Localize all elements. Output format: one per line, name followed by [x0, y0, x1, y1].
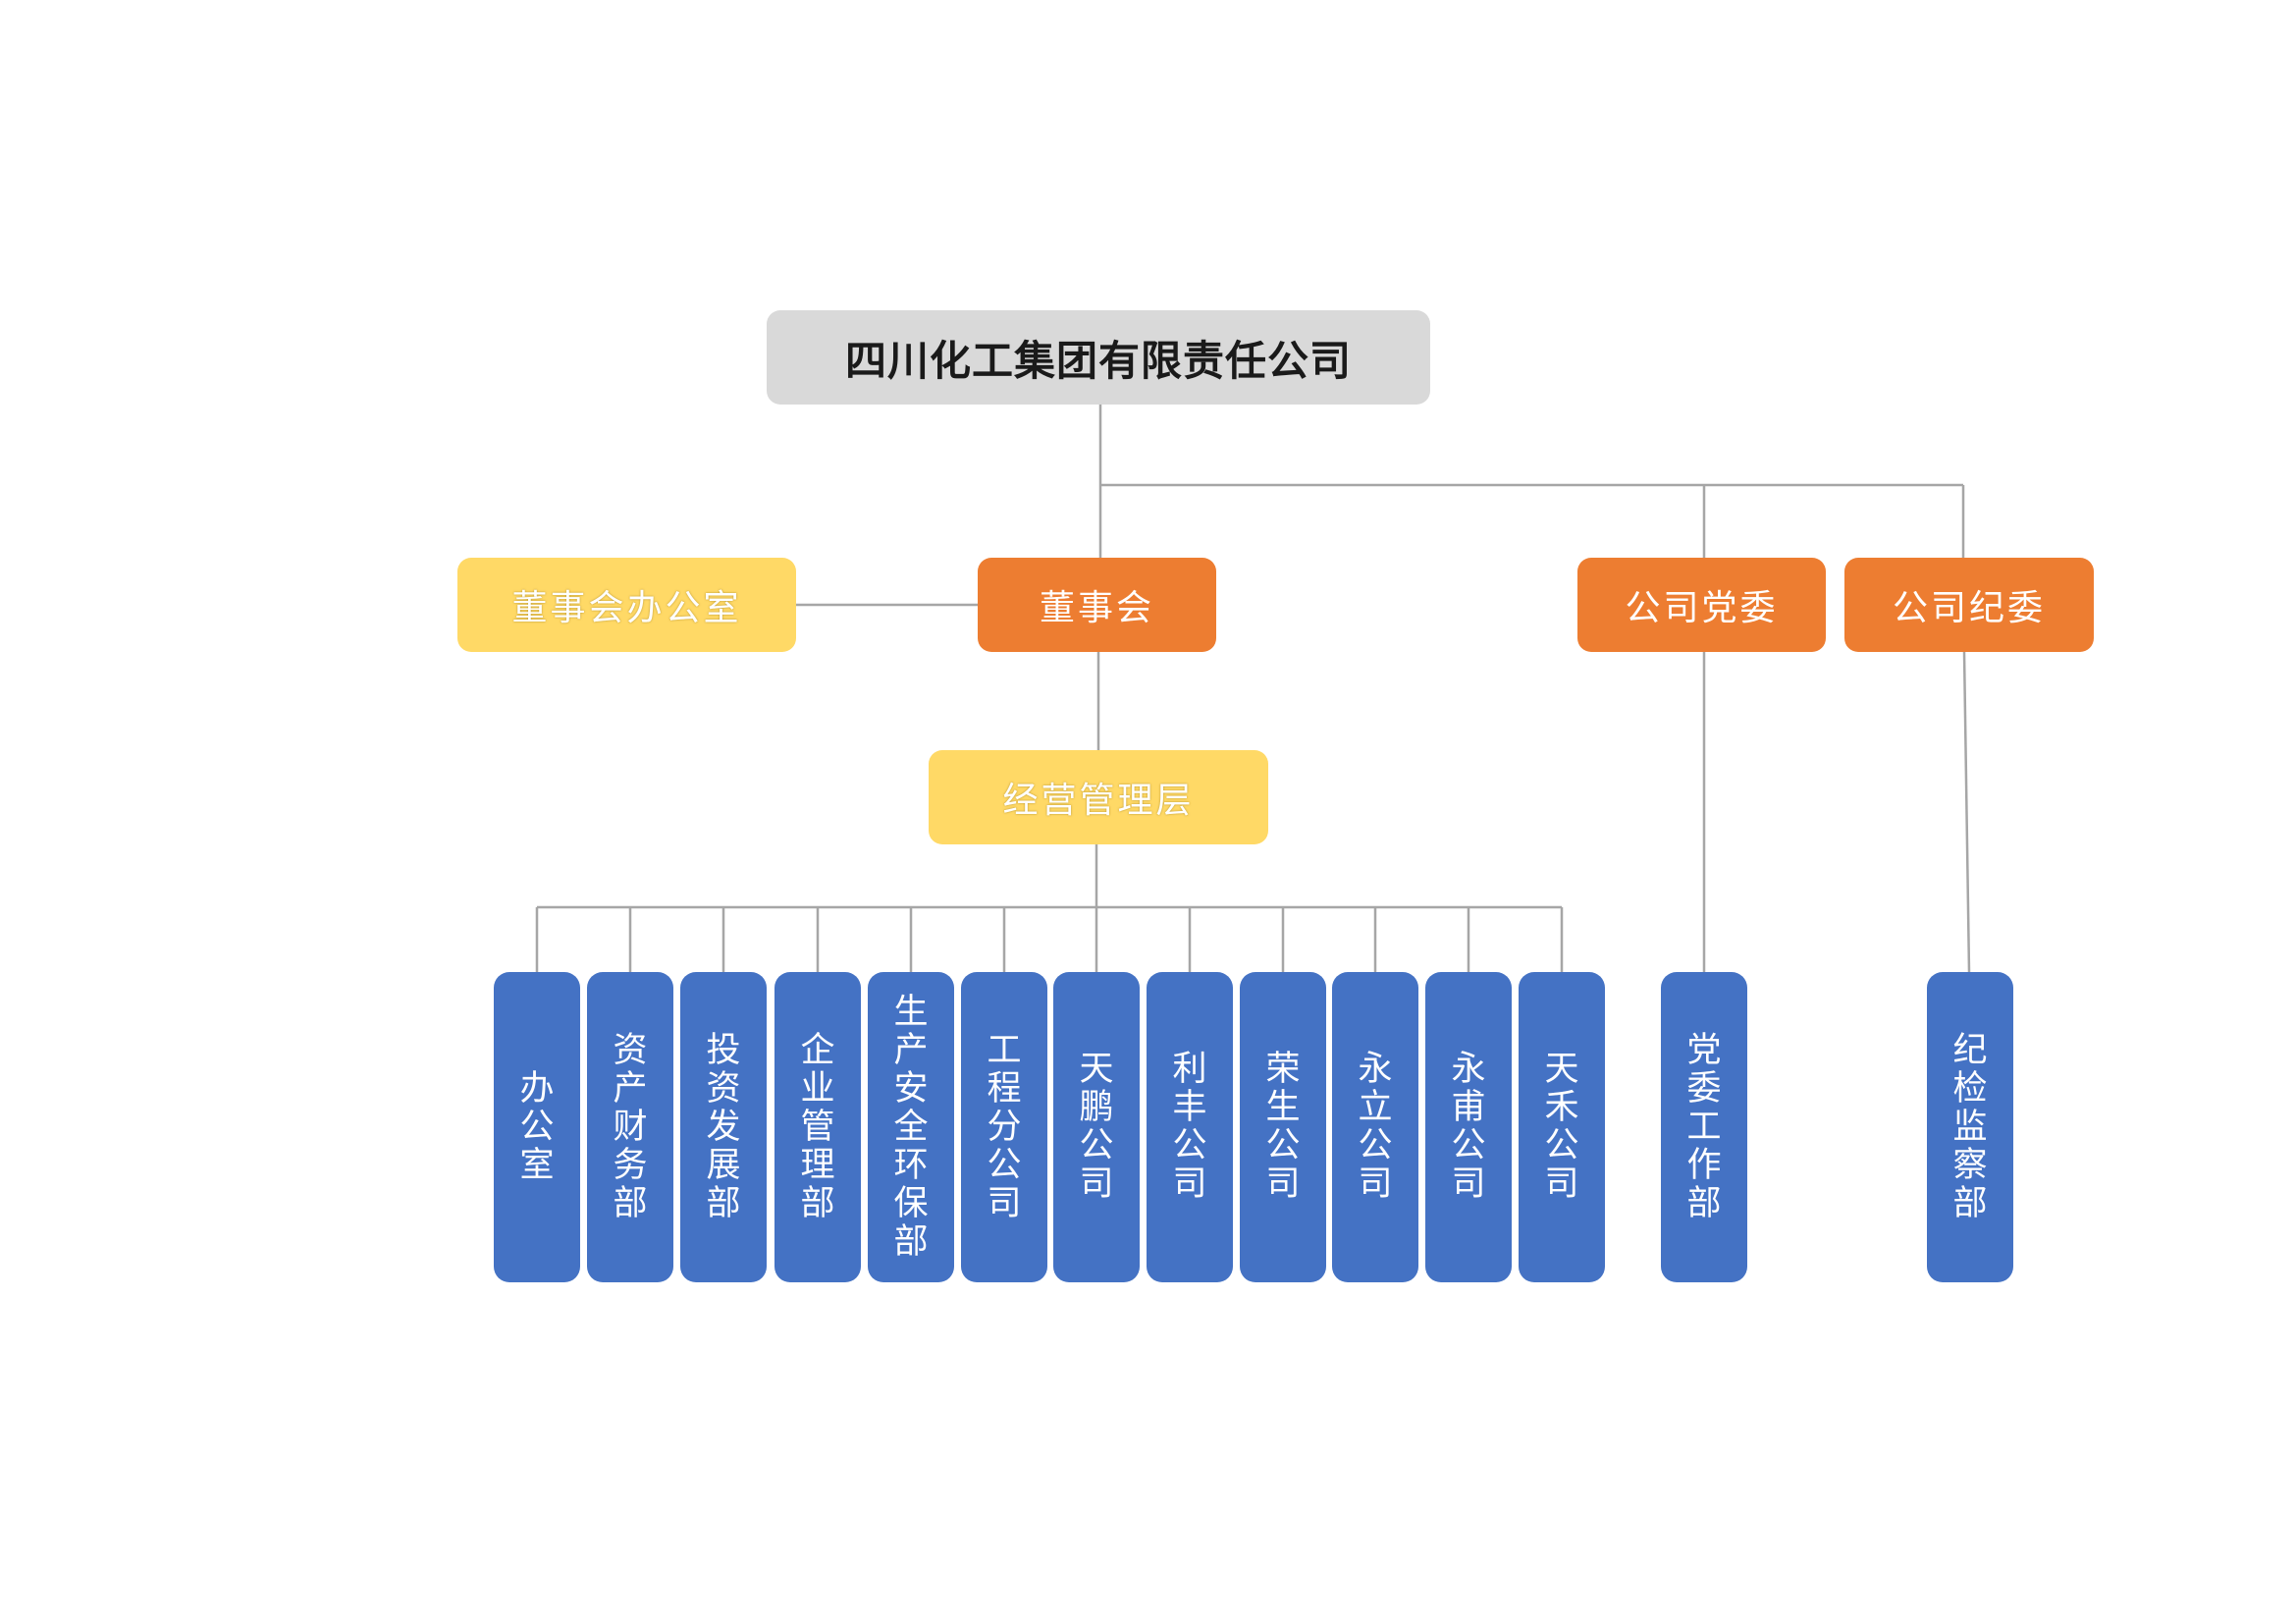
department-node: 资产财务部: [587, 972, 673, 1282]
department-node: 天禾公司: [1519, 972, 1605, 1282]
department-node: 办公室: [494, 972, 580, 1282]
department-label: 工程分公司: [987, 1030, 1022, 1223]
department-label: 资产财务部: [613, 1030, 648, 1223]
department-label: 天鹏公司: [1079, 1050, 1114, 1204]
management-node: 经营管理层: [929, 750, 1268, 844]
department-node: 荣生公司: [1240, 972, 1326, 1282]
board-label: 董事会: [1039, 588, 1154, 628]
discipline-department-node: 纪检监察部: [1927, 972, 2013, 1282]
department-node: 利丰公司: [1147, 972, 1233, 1282]
party-committee-label: 公司党委: [1625, 588, 1779, 628]
discipline-department-label: 纪检监察部: [1952, 1030, 1988, 1223]
department-label: 投资发展部: [706, 1030, 741, 1223]
department-label: 天禾公司: [1544, 1050, 1579, 1204]
board-office-node: 董事会办公室: [457, 558, 796, 652]
management-label: 经营管理层: [1002, 781, 1195, 821]
department-label: 永立公司: [1358, 1050, 1393, 1204]
board-office-label: 董事会办公室: [511, 588, 742, 628]
department-label: 办公室: [519, 1068, 555, 1185]
department-node: 生产安全环保部: [868, 972, 954, 1282]
department-node: 天鹏公司: [1053, 972, 1140, 1282]
root-company-label: 四川化工集团有限责任公司: [844, 336, 1352, 385]
department-label: 荣生公司: [1265, 1050, 1301, 1204]
party-department-label: 党委工作部: [1686, 1030, 1722, 1223]
department-label: 生产安全环保部: [893, 992, 929, 1262]
department-label: 企业管理部: [800, 1030, 835, 1223]
party-committee-node: 公司党委: [1577, 558, 1826, 652]
department-label: 利丰公司: [1172, 1050, 1207, 1204]
party-department-node: 党委工作部: [1661, 972, 1747, 1282]
department-node: 工程分公司: [961, 972, 1047, 1282]
department-node: 永立公司: [1332, 972, 1418, 1282]
department-node: 投资发展部: [680, 972, 767, 1282]
root-company-node: 四川化工集团有限责任公司: [767, 310, 1430, 405]
connector-discipline-dept: [1962, 651, 1971, 973]
board-node: 董事会: [978, 558, 1216, 652]
department-node: 企业管理部: [774, 972, 861, 1282]
discipline-committee-node: 公司纪委: [1844, 558, 2094, 652]
department-label: 永甫公司: [1451, 1050, 1486, 1204]
discipline-committee-label: 公司纪委: [1892, 588, 2046, 628]
department-node: 永甫公司: [1425, 972, 1512, 1282]
